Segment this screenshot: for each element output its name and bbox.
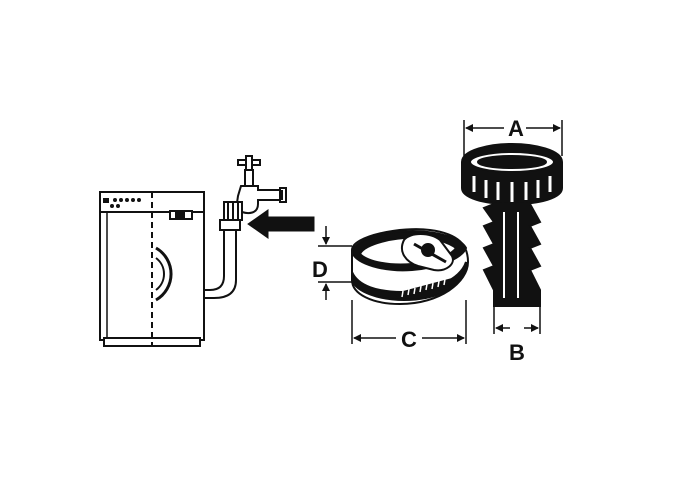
detergent-drawer (169, 210, 193, 220)
control-panel (103, 198, 141, 208)
direction-arrow (247, 209, 315, 239)
water-hose (204, 230, 237, 299)
dimension-d (318, 226, 352, 300)
label-a: A (508, 116, 524, 141)
hose-clamp (350, 228, 470, 306)
label-c: C (401, 327, 417, 352)
label-b: B (509, 340, 525, 365)
dimension-b (493, 306, 541, 334)
water-tap (219, 155, 287, 231)
hose-fitting (461, 142, 563, 307)
dimension-a (463, 120, 563, 156)
dimension-c (351, 300, 467, 344)
label-d: D (312, 257, 328, 282)
